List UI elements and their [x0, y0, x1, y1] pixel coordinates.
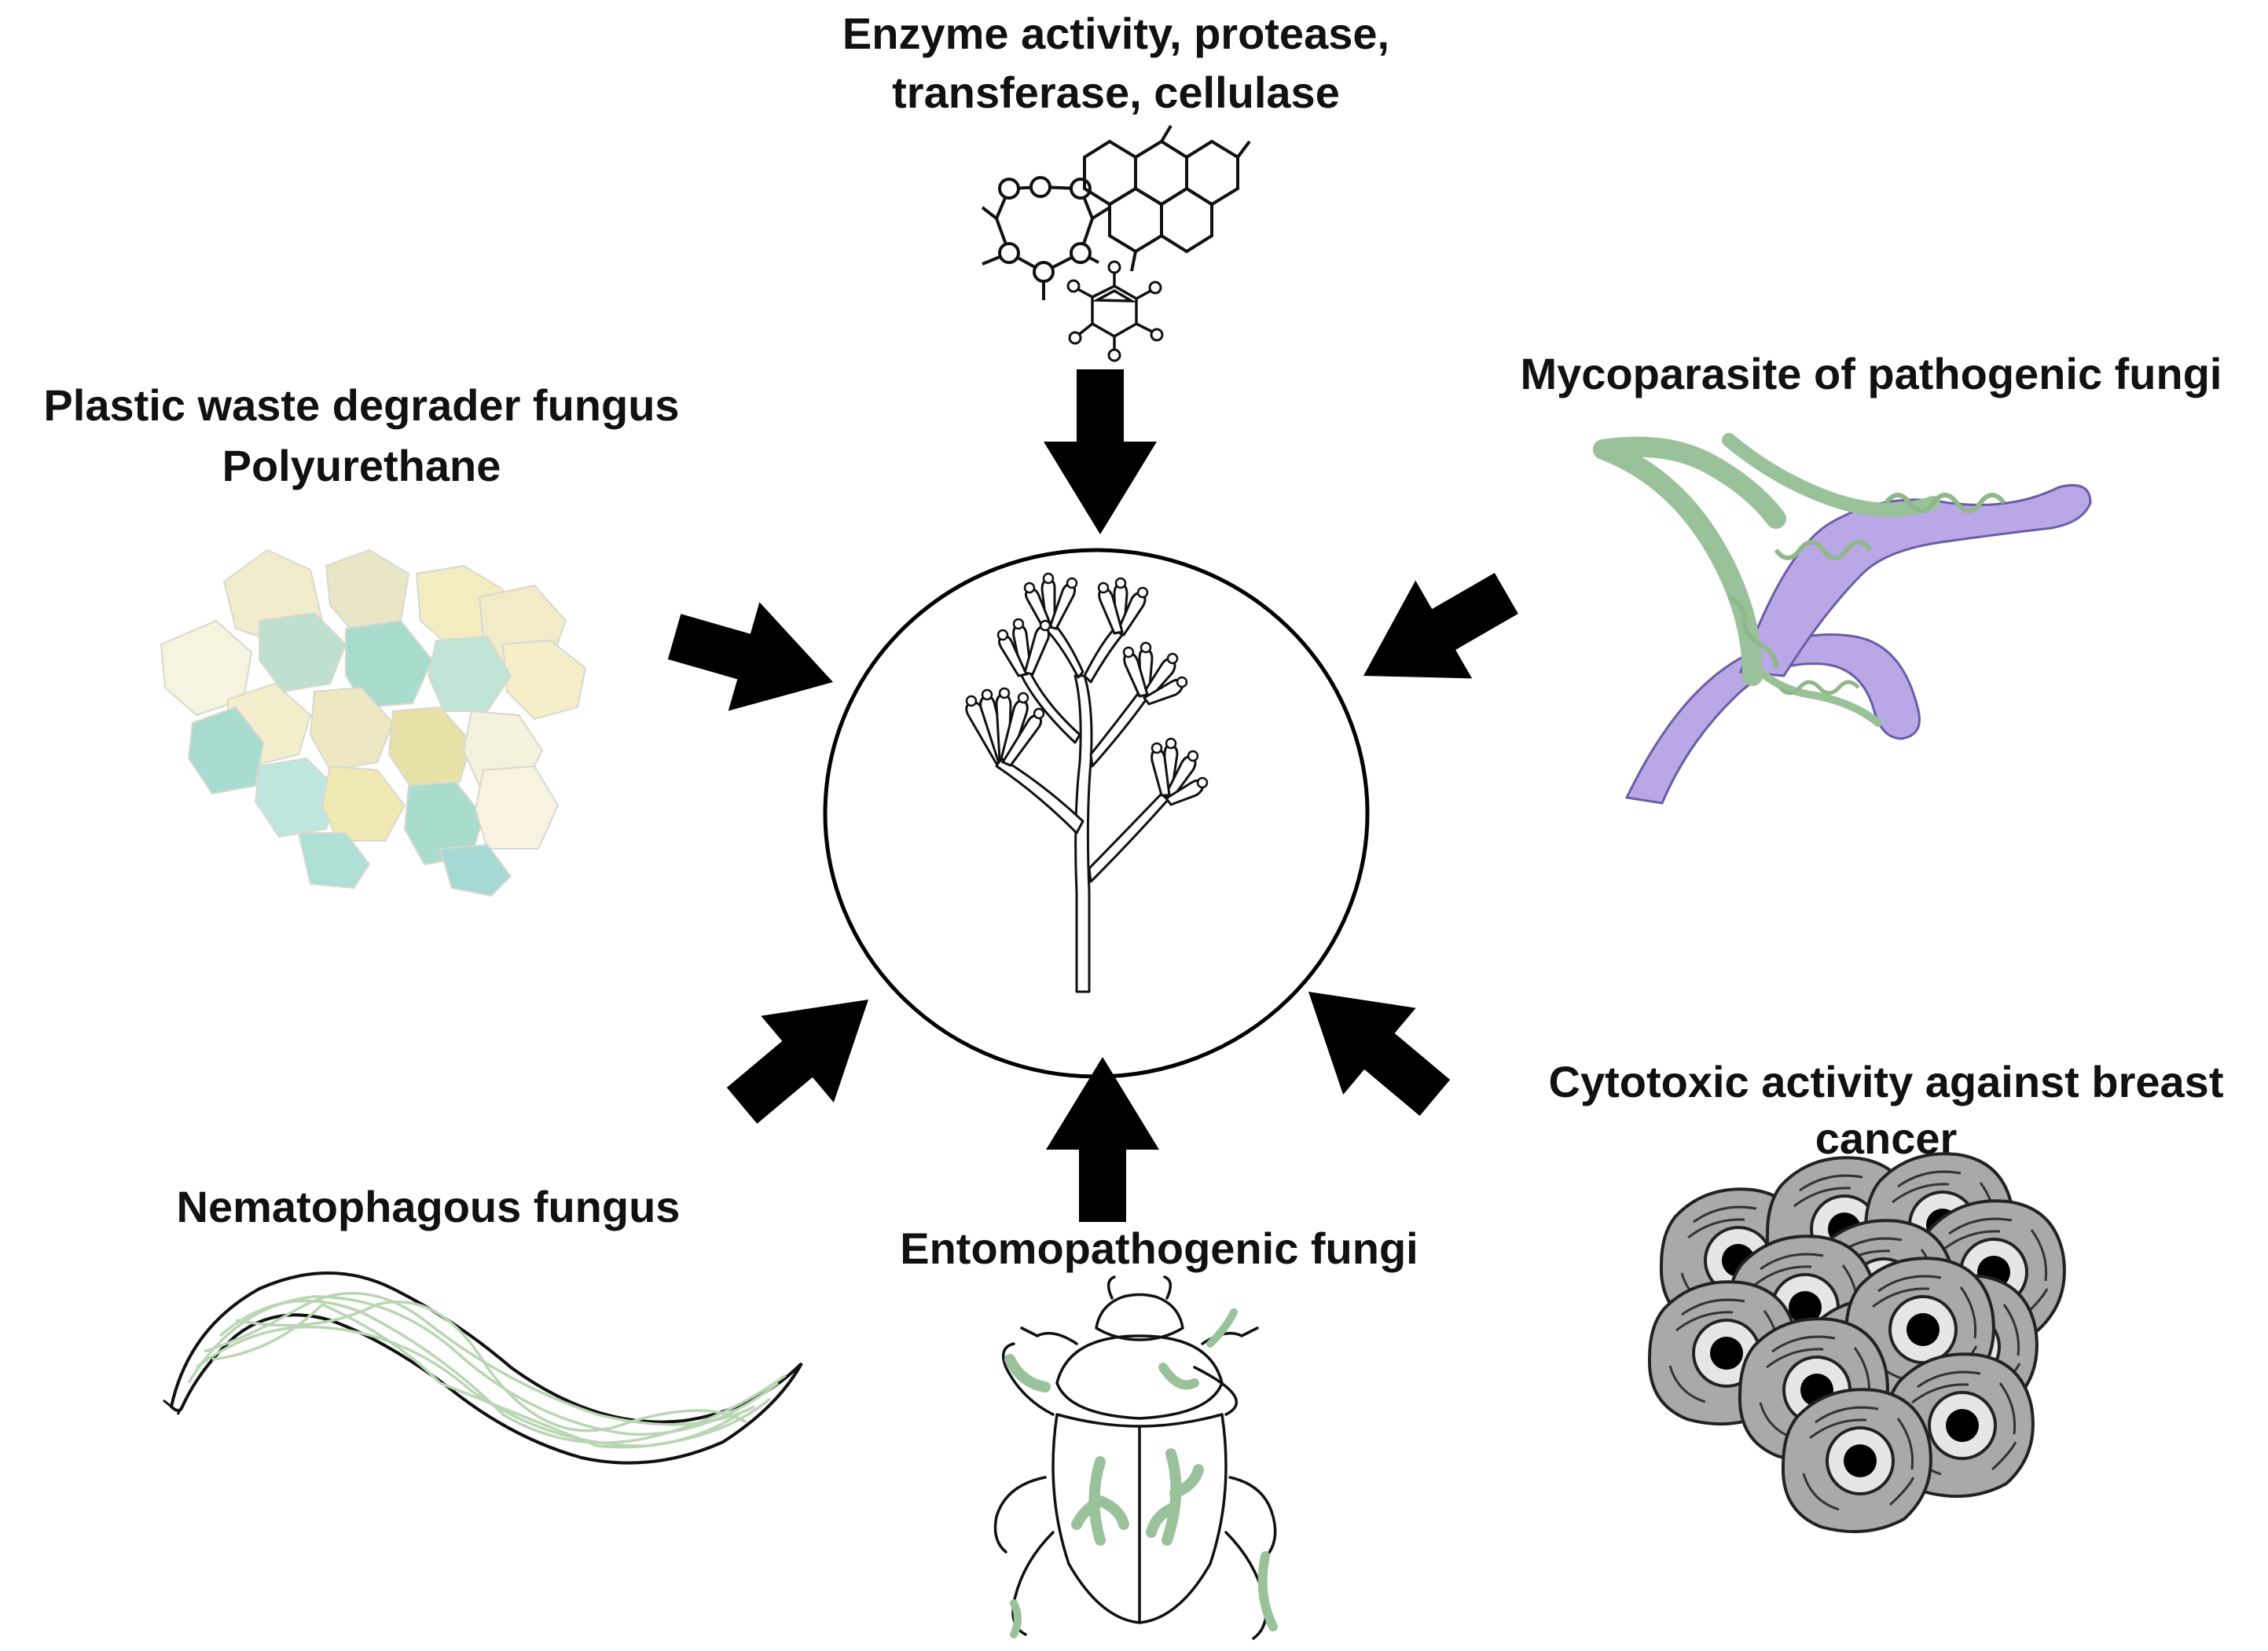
enzyme-panel: Enzyme activity, protease, transferase, …: [842, 9, 1389, 362]
enzyme-label-line1: Enzyme activity, protease,: [842, 9, 1389, 58]
arrow-right: [1335, 544, 1535, 725]
plastic-label-line1: Plastic waste degrader fungus: [43, 380, 679, 430]
cytotoxic-panel: Cytotoxic activity against breast cancer: [1549, 1057, 2224, 1534]
nematophagous-label: Nematophagous fungus: [177, 1182, 681, 1231]
beetle-icon: [993, 1275, 1278, 1640]
molecule-structures-icon: [981, 124, 1251, 362]
hyphae-coiling-icon: [1593, 433, 2092, 805]
enzyme-label-line2: transferase, cellulase: [892, 68, 1340, 117]
mycoparasite-panel: Mycoparasite of pathogenic fungi: [1521, 349, 2222, 805]
cytotoxic-label-line1: Cytotoxic activity against breast: [1549, 1057, 2224, 1106]
plastic-label-line2: Polyurethane: [222, 441, 501, 490]
polyurethane-foam-icon: [160, 548, 587, 897]
arrow-top: [1044, 369, 1157, 534]
arrow-bottom: [1046, 1057, 1159, 1222]
center-fungus-panel: [823, 548, 1370, 1079]
cancer-cell: [1781, 1388, 1932, 1534]
mycoparasite-label: Mycoparasite of pathogenic fungi: [1521, 349, 2222, 398]
plastic-panel: Plastic waste degrader fungus Polyuretha…: [43, 380, 680, 897]
fungus-conidiophore-icon: [965, 572, 1209, 993]
cancer-cells-icon: [1647, 1152, 2066, 1534]
arrow-bottom-left: [705, 956, 905, 1150]
nematode-icon: [163, 1271, 803, 1465]
entomopathogenic-label: Entomopathogenic fungi: [900, 1224, 1418, 1273]
arrow-left: [659, 582, 849, 737]
center-circle: [823, 548, 1370, 1079]
nematophagous-panel: Nematophagous fungus: [163, 1182, 803, 1465]
entomopathogenic-panel: Entomopathogenic fungi: [900, 1224, 1418, 1640]
